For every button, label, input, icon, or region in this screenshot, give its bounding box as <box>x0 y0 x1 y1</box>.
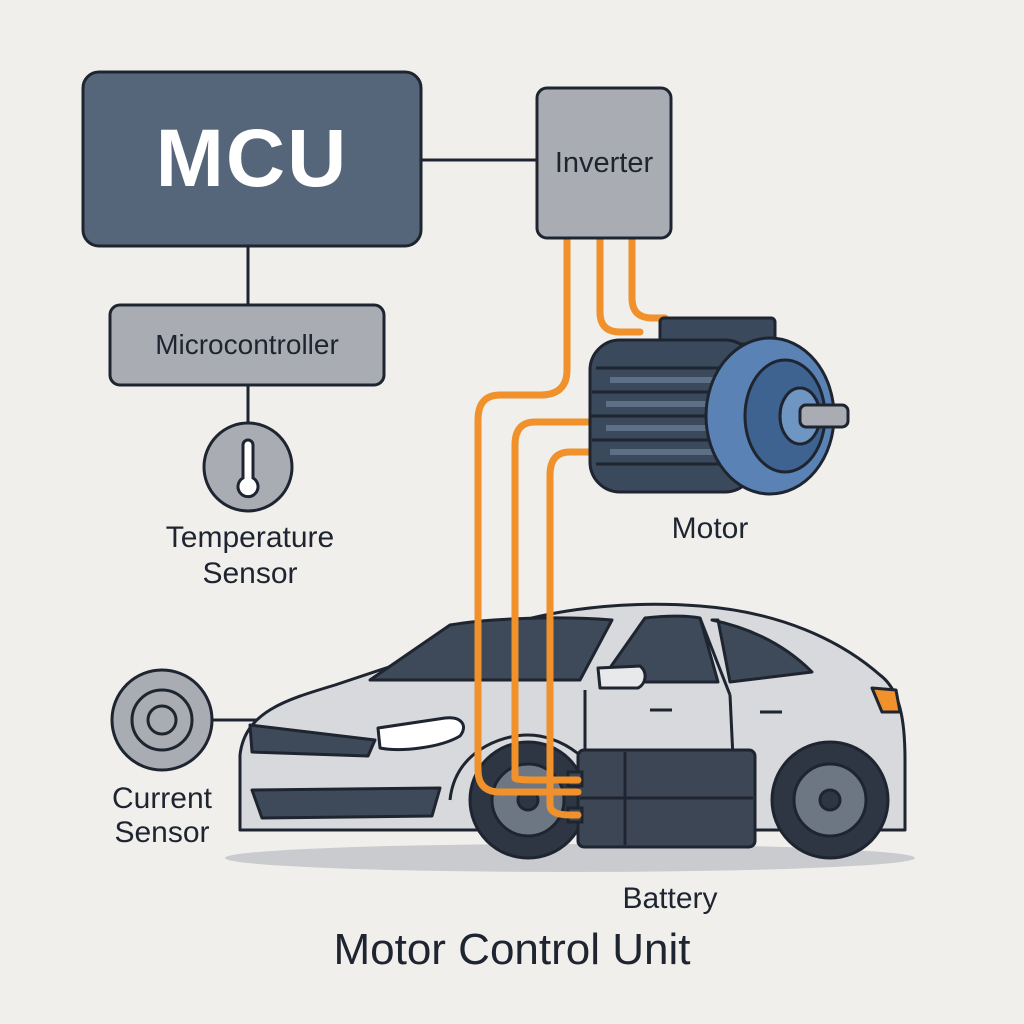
car-shadow <box>225 844 915 872</box>
mcu-box <box>81 70 423 248</box>
diagram-title: Motor Control Unit <box>333 925 691 974</box>
battery-pack-icon <box>566 748 757 849</box>
microcontroller-label: Microcontroller <box>155 329 339 360</box>
thermometer-icon <box>202 421 294 513</box>
microcontroller-box <box>108 303 386 387</box>
car-illustration <box>238 602 907 860</box>
concentric-circles-icon <box>110 668 214 772</box>
mcu-label: MCU <box>155 113 349 204</box>
power-cables <box>474 234 669 819</box>
battery-label: Battery <box>622 882 718 915</box>
current-sensor-label: Current Sensor <box>111 782 213 849</box>
motor-label: Motor <box>671 512 749 545</box>
inverter-box <box>535 86 673 240</box>
electric-motor-icon <box>588 316 850 496</box>
inverter-label: Inverter <box>554 146 654 179</box>
temperature-sensor-label: Temperature Sensor <box>165 521 335 590</box>
